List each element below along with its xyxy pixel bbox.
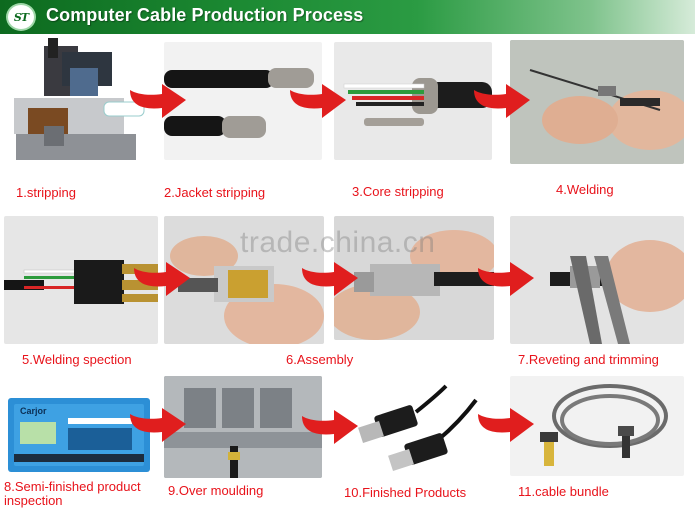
logo-text: ST	[13, 10, 29, 24]
arrow-4-icon	[134, 262, 190, 296]
photo-tester-device: Carjor	[4, 396, 154, 476]
photo-assembly-shell	[334, 216, 494, 340]
brand-logo: ST	[6, 3, 36, 31]
arrow-1-icon	[130, 84, 186, 118]
photo-welding-inspection	[4, 216, 158, 344]
caption-assembly: 6.Assembly	[286, 352, 354, 367]
watermark: trade.china.cn	[240, 226, 436, 259]
caption-stripping: 1.stripping	[16, 185, 76, 200]
caption-welding: 4.Welding	[556, 182, 614, 197]
photo-over-moulding	[164, 376, 322, 478]
photo-stripping	[4, 38, 158, 166]
caption-welding-inspection: 5.Welding spection	[22, 352, 132, 367]
photo-assembly-plug	[164, 216, 324, 344]
caption-core-stripping: 3.Core stripping	[352, 184, 444, 199]
arrow-3-icon	[474, 84, 530, 118]
arrow-5-icon	[302, 262, 358, 296]
caption-finished-products: 10.Finished Products	[344, 485, 467, 500]
arrow-6-icon	[478, 262, 534, 296]
device-brand-label: Carjor	[20, 406, 47, 416]
caption-inspection: 8.Semi-finished product inspection	[4, 479, 141, 508]
caption-jacket-stripping: 2.Jacket stripping	[164, 185, 266, 200]
photo-finished-products	[346, 376, 484, 476]
caption-cable-bundle: 11.cable bundle	[518, 484, 609, 499]
header-banner: ST Computer Cable Production Process	[0, 0, 695, 34]
arrow-2-icon	[290, 84, 346, 118]
photo-core-stripping	[334, 42, 492, 160]
arrow-9-icon	[478, 408, 534, 442]
caption-over-moulding: 9.Over moulding	[168, 483, 264, 498]
caption-reveting-trimming: 7.Reveting and trimming	[518, 352, 659, 367]
photo-reveting-trimming	[510, 216, 684, 344]
arrow-8-icon	[302, 410, 358, 444]
arrow-7-icon	[130, 408, 186, 442]
photo-cable-bundle	[510, 376, 684, 476]
page-title: Computer Cable Production Process	[46, 5, 364, 25]
photo-welding	[510, 40, 684, 164]
